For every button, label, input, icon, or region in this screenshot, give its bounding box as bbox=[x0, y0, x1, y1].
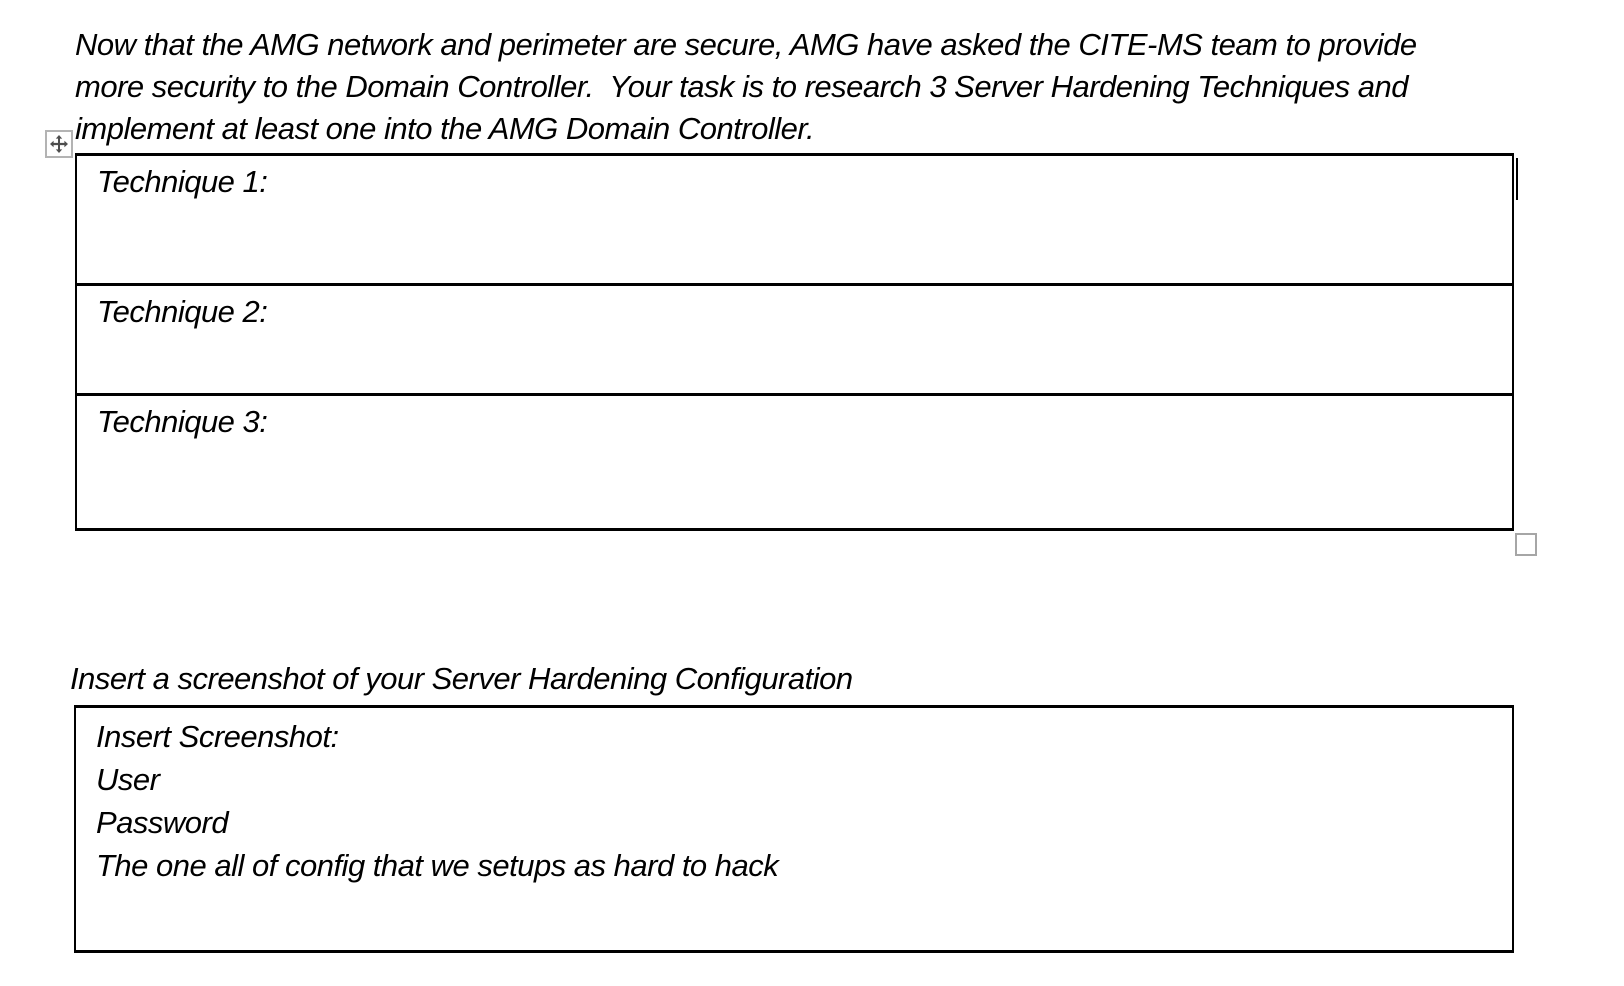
techniques-table: Technique 1: Technique 2: Technique 3: bbox=[75, 153, 1514, 531]
screenshot-section-heading: Insert a screenshot of your Server Harde… bbox=[70, 661, 853, 696]
screenshot-cell-line: Insert Screenshot: bbox=[96, 719, 339, 754]
technique-1-label: Technique 1: bbox=[97, 164, 268, 199]
intro-line: Now that the AMG network and perimeter a… bbox=[75, 27, 1417, 62]
technique-3-cell[interactable]: Technique 3: bbox=[77, 393, 1512, 528]
intro-paragraph: Now that the AMG network and perimeter a… bbox=[75, 24, 1417, 150]
screenshot-cell-line: The one all of config that we setups as … bbox=[96, 848, 779, 883]
technique-1-cell[interactable]: Technique 1: bbox=[77, 156, 1512, 283]
screenshot-cell-line: Password bbox=[96, 805, 229, 840]
screenshot-cell-line: User bbox=[96, 762, 160, 797]
technique-2-cell[interactable]: Technique 2: bbox=[77, 283, 1512, 393]
intro-line: more security to the Domain Controller. … bbox=[75, 69, 1408, 104]
screenshot-table-cell[interactable]: Insert Screenshot: User Password The one… bbox=[74, 705, 1514, 953]
table-resize-handle[interactable] bbox=[1515, 533, 1537, 556]
intro-line: implement at least one into the AMG Doma… bbox=[75, 111, 815, 146]
text-cursor bbox=[1516, 158, 1518, 200]
table-move-handle[interactable] bbox=[45, 130, 73, 158]
technique-2-label: Technique 2: bbox=[97, 294, 268, 329]
technique-3-label: Technique 3: bbox=[97, 404, 268, 439]
move-arrows-icon bbox=[49, 134, 69, 154]
